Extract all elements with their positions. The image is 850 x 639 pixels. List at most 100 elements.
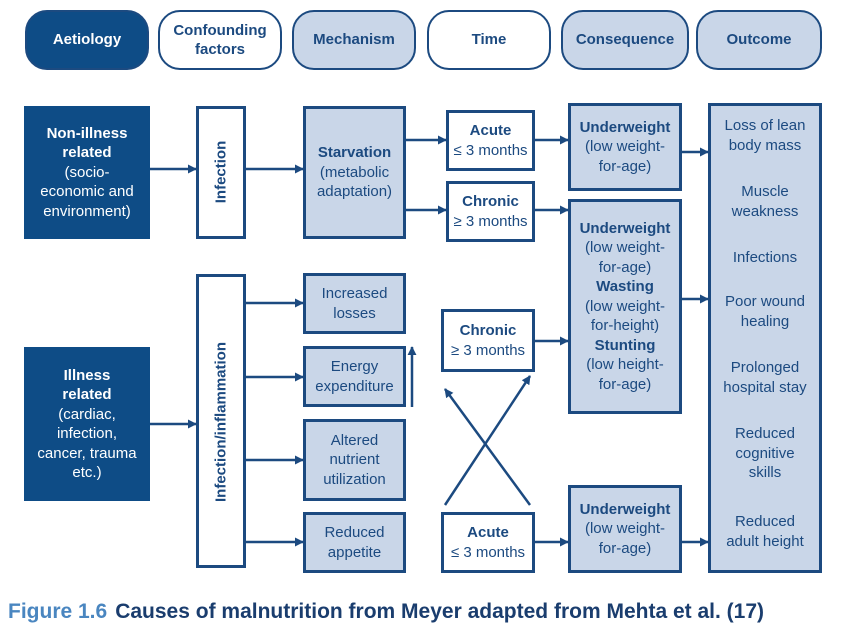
reduced-appetite-1: Reduced	[324, 524, 385, 541]
header-time-label: Time	[471, 31, 507, 49]
group-stunting-desc-1: (low height-	[586, 356, 664, 374]
outcome-cognitive-skills: Reduced cognitive skills	[735, 424, 795, 512]
mechanism-starvation: Starvation (metabolic adaptation)	[303, 106, 406, 239]
altered-nutrient-2: nutrient	[329, 451, 380, 469]
group-wasting-desc-1: (low weight-	[584, 297, 666, 315]
aetiology-illness: Illness related (cardiac, infection, can…	[24, 347, 150, 501]
increased-losses-1: Increased	[321, 285, 388, 302]
group-wasting-desc-2: for-height)	[590, 317, 660, 335]
chronic-bottom-duration: ≥ 3 months	[450, 341, 526, 359]
underweight-bottom-desc-1: (low weight-	[584, 520, 666, 538]
non-illness-title-1: Non-illness	[46, 124, 128, 142]
group-wasting-title: Wasting	[596, 278, 654, 296]
non-illness-desc-2: economic and	[40, 183, 134, 201]
illness-desc-2: infection,	[56, 425, 118, 442]
outcome-muscle-2: weakness	[731, 202, 799, 220]
header-confounding: Confounding factors	[158, 10, 282, 70]
header-aetiology-label: Aetiology	[52, 31, 122, 49]
altered-nutrient-3: utilization	[323, 470, 386, 488]
outcome-wound-2: healing	[740, 312, 790, 330]
starvation-desc-1: (metabolic	[319, 163, 390, 181]
figure-number: Figure 1.6	[8, 600, 108, 623]
chronic-top-label: Chronic	[462, 193, 519, 210]
illness-title-1: Illness	[63, 366, 111, 384]
time-chronic-top: Chronic ≥ 3 months	[446, 181, 535, 242]
header-confounding-line1: Confounding	[173, 21, 267, 39]
header-confounding-line2: factors	[194, 41, 246, 58]
group-underweight-desc-2: for-age)	[598, 258, 652, 276]
figure-caption-text: Causes of malnutrition from Meyer adapte…	[115, 600, 764, 623]
reduced-appetite-2: appetite	[327, 543, 382, 561]
confounder-infection	[196, 106, 246, 239]
outcome-muscle-weakness: Muscle weakness	[732, 182, 799, 248]
starvation-desc-2: adaptation)	[316, 183, 393, 201]
underweight-bottom-desc-2: for-age)	[598, 539, 652, 557]
header-outcome-label: Outcome	[726, 31, 792, 49]
outcome-hospital-2: hospital stay	[723, 378, 807, 396]
arrow-cross-to-acute	[443, 375, 532, 506]
outcome-hospital-stay: Prolonged hospital stay	[723, 358, 806, 424]
acute-bottom-label: Acute	[467, 524, 509, 541]
outcome-wound-1: Poor wound	[724, 293, 806, 310]
outcome-cognitive-3: skills	[748, 464, 782, 481]
outcome-adult-height: Reduced adult height	[726, 512, 804, 551]
header-mechanism: Mechanism	[292, 10, 416, 70]
time-acute-bottom: Acute ≤ 3 months	[441, 512, 535, 573]
altered-nutrient-1: Altered	[330, 431, 379, 449]
non-illness-desc-3: environment)	[43, 202, 131, 220]
figure-caption: Figure 1.6 Causes of malnutrition from Me…	[8, 600, 764, 624]
time-acute-top: Acute ≤ 3 months	[446, 110, 535, 171]
underweight-top-desc-2: for-age)	[598, 157, 652, 175]
outcome-wound-healing: Poor wound healing	[725, 292, 805, 358]
underweight-top-title: Underweight	[579, 118, 671, 136]
header-outcome: Outcome	[696, 10, 822, 70]
outcome-height-1: Reduced	[734, 513, 796, 530]
outcome-height-2: adult height	[726, 532, 804, 550]
consequence-underweight-top: Underweight (low weight- for-age)	[568, 103, 682, 191]
outcome-cognitive-1: Reduced	[734, 425, 796, 442]
acute-top-duration: ≤ 3 months	[453, 141, 528, 159]
underweight-bottom-title: Underweight	[579, 500, 671, 518]
consequence-underweight-bottom: Underweight (low weight- for-age)	[568, 485, 682, 573]
header-aetiology: Aetiology	[25, 10, 149, 70]
energy-expenditure-1: Energy	[330, 358, 379, 375]
outcome-infections: Infections	[733, 248, 797, 292]
illness-desc-4: etc.)	[72, 464, 102, 481]
mechanism-reduced-appetite: Reduced appetite	[303, 512, 406, 573]
header-consequence-label: Consequence	[575, 31, 675, 49]
energy-expenditure-2: expenditure	[315, 377, 394, 395]
mechanism-increased-losses: Increased losses	[303, 273, 406, 334]
header-mechanism-label: Mechanism	[313, 31, 395, 49]
arrow-cross-to-chronic	[443, 388, 532, 506]
mechanism-energy-expenditure: Energy expenditure	[303, 346, 406, 407]
non-illness-title-2: related	[62, 144, 112, 162]
chronic-top-duration: ≥ 3 months	[453, 212, 528, 230]
illness-desc-3: cancer, trauma	[37, 444, 137, 462]
outcome-cognitive-2: cognitive	[735, 444, 795, 462]
consequence-chronic-group: Underweight (low weight- for-age) Wastin…	[568, 199, 682, 414]
confounder-infection-inflammation	[196, 274, 246, 568]
group-stunting-desc-2: for-age)	[598, 375, 652, 393]
group-underweight-desc-1: (low weight-	[584, 239, 666, 257]
chronic-bottom-label: Chronic	[459, 322, 517, 339]
outcome-lean-mass-1: Loss of lean	[724, 117, 806, 134]
group-stunting-title: Stunting	[594, 336, 656, 354]
starvation-title: Starvation	[317, 144, 392, 162]
increased-losses-2: losses	[333, 304, 376, 322]
outcome-hospital-1: Prolonged	[730, 359, 800, 376]
header-time: Time	[427, 10, 551, 70]
group-underweight-title: Underweight	[579, 219, 671, 237]
outcome-infections-1: Infections	[732, 249, 798, 266]
outcome-column: Loss of lean body mass Muscle weakness I…	[708, 103, 822, 573]
acute-bottom-duration: ≤ 3 months	[450, 543, 526, 561]
confounder-infection-label: Infection	[212, 140, 230, 204]
time-chronic-bottom: Chronic ≥ 3 months	[441, 309, 535, 372]
outcome-lean-mass: Loss of lean body mass	[725, 116, 806, 182]
acute-top-label: Acute	[469, 122, 512, 139]
confounder-infection-inflammation-label: Infection/inflammation	[212, 341, 230, 503]
header-consequence: Consequence	[561, 10, 689, 70]
underweight-top-desc-1: (low weight-	[584, 138, 666, 156]
illness-desc-1: (cardiac,	[58, 405, 116, 423]
illness-title-2: related	[62, 386, 112, 403]
